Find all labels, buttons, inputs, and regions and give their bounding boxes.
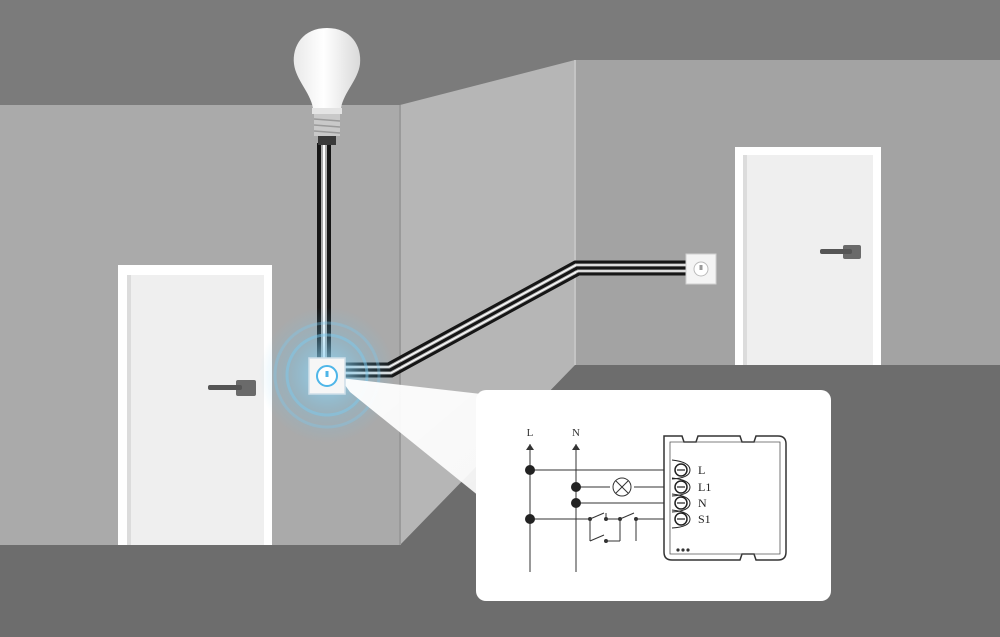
- relay-module: L L1 N S1: [663, 435, 787, 561]
- terminal-label-N: N: [698, 496, 707, 510]
- right-door: [735, 147, 881, 365]
- door-handle-icon: [208, 380, 256, 396]
- lamp-symbol-icon: [612, 477, 632, 497]
- terminal-label-S1: S1: [698, 512, 711, 526]
- left-door: [118, 265, 272, 545]
- junction-dot: [571, 498, 581, 508]
- junction-dot: [525, 465, 535, 475]
- junction-dot: [525, 514, 535, 524]
- light-bulb-icon: [293, 28, 361, 145]
- door-handle-icon: [820, 245, 861, 259]
- module-button-dots: [676, 548, 690, 552]
- bus-label-neutral: N: [572, 427, 580, 439]
- zoom-beam: [340, 378, 490, 505]
- junction-dot: [571, 482, 581, 492]
- wiring-diagram-panel: L N: [476, 390, 831, 601]
- terminal-screws: [671, 459, 691, 529]
- smart-switch: [308, 357, 346, 395]
- wall-switch-icon: [685, 253, 717, 285]
- bus-label-line: L: [527, 427, 534, 439]
- terminal-label-L1: L1: [698, 480, 711, 494]
- terminal-label-L: L: [698, 463, 705, 477]
- switch-symbol-icon: [588, 512, 638, 543]
